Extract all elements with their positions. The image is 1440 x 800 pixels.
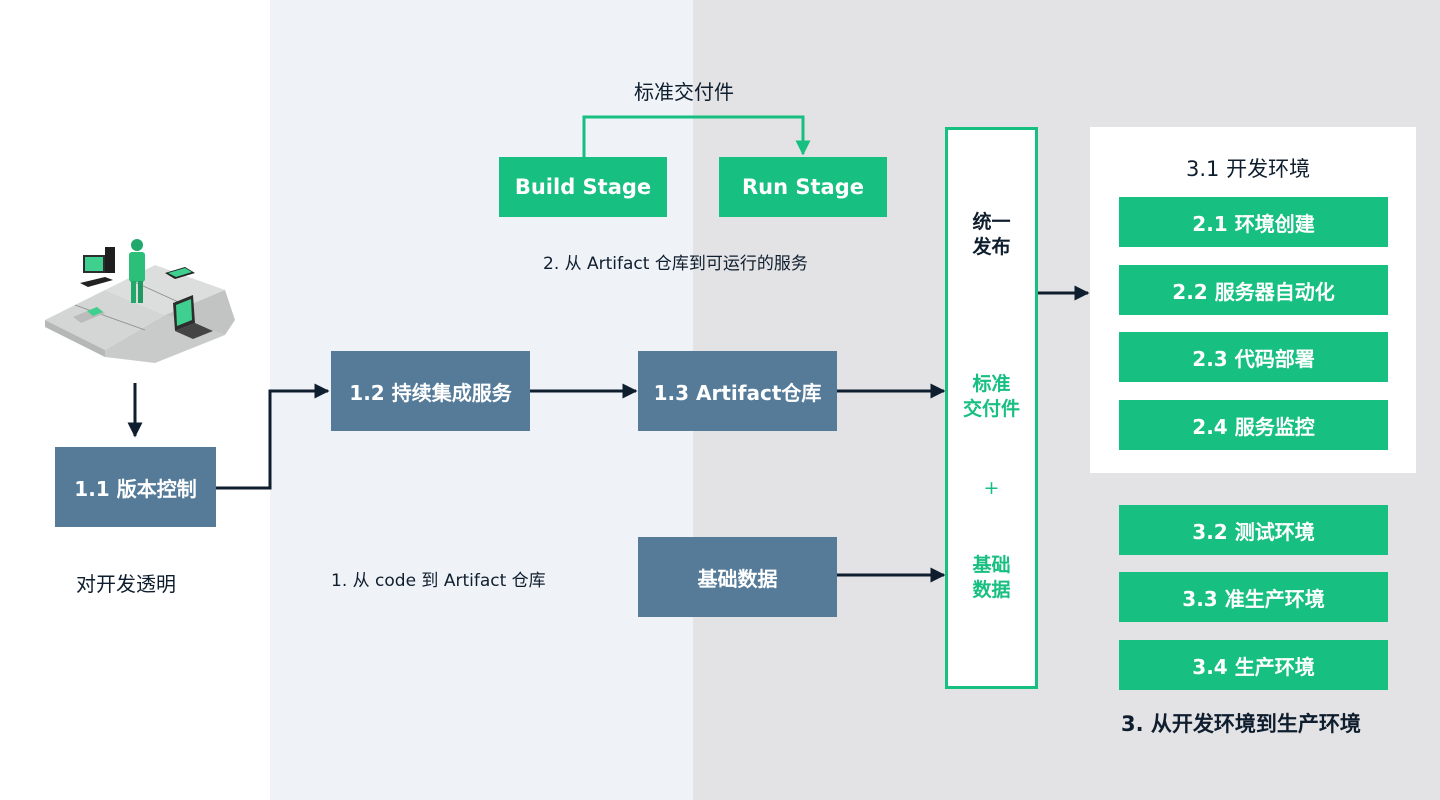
- env-item-testing[interactable]: 3.2 测试环境: [1119, 505, 1388, 555]
- release-data-line2: 数据: [972, 579, 1011, 601]
- release-deliverable-line2: 交付件: [962, 398, 1020, 420]
- unified-release-panel[interactable]: 统一 发布 标准 交付件 + 基础 数据: [945, 127, 1038, 689]
- dev-item-env-creation[interactable]: 2.1 环境创建: [1119, 197, 1388, 247]
- standard-deliverable-label: 标准交付件: [634, 80, 734, 104]
- dev-item-service-monitoring[interactable]: 2.4 服务监控: [1119, 400, 1388, 450]
- stage2-caption: 2. 从 Artifact 仓库到可运行的服务: [543, 254, 808, 274]
- base-data-box[interactable]: 基础数据: [638, 537, 837, 617]
- env-item-production[interactable]: 3.4 生产环境: [1119, 640, 1388, 690]
- version-control-box[interactable]: 1.1 版本控制: [55, 447, 216, 527]
- background-left: [0, 0, 270, 800]
- release-title-line1: 统一: [972, 211, 1011, 233]
- env-item-staging[interactable]: 3.3 准生产环境: [1119, 572, 1388, 622]
- release-plus-sign: +: [983, 477, 1000, 499]
- ci-service-box[interactable]: 1.2 持续集成服务: [331, 351, 530, 431]
- stage1-caption: 1. 从 code 到 Artifact 仓库: [331, 571, 546, 591]
- person-icon: [129, 239, 145, 303]
- stage3-caption: 3. 从开发环境到生产环境: [1121, 712, 1361, 736]
- puzzle-network-icon: [45, 239, 235, 363]
- release-deliverable-line1: 标准: [972, 373, 1011, 395]
- run-stage-box[interactable]: Run Stage: [719, 157, 887, 217]
- dev-item-server-automation[interactable]: 2.2 服务器自动化: [1119, 265, 1388, 315]
- tablet-icon: [165, 267, 195, 279]
- artifact-repo-box[interactable]: 1.3 Artifact仓库: [638, 351, 837, 431]
- dev-item-code-deployment[interactable]: 2.3 代码部署: [1119, 332, 1388, 382]
- release-title-line2: 发布: [972, 236, 1011, 258]
- laptop-icon: [173, 295, 213, 339]
- dev-environment-title: 3.1 开发环境: [1186, 157, 1311, 181]
- phone-icon: [73, 307, 105, 323]
- desktop-computer-icon: [80, 247, 115, 287]
- build-stage-box[interactable]: Build Stage: [499, 157, 667, 217]
- release-data-line1: 基础: [972, 554, 1011, 576]
- transparent-to-dev-label: 对开发透明: [76, 572, 176, 596]
